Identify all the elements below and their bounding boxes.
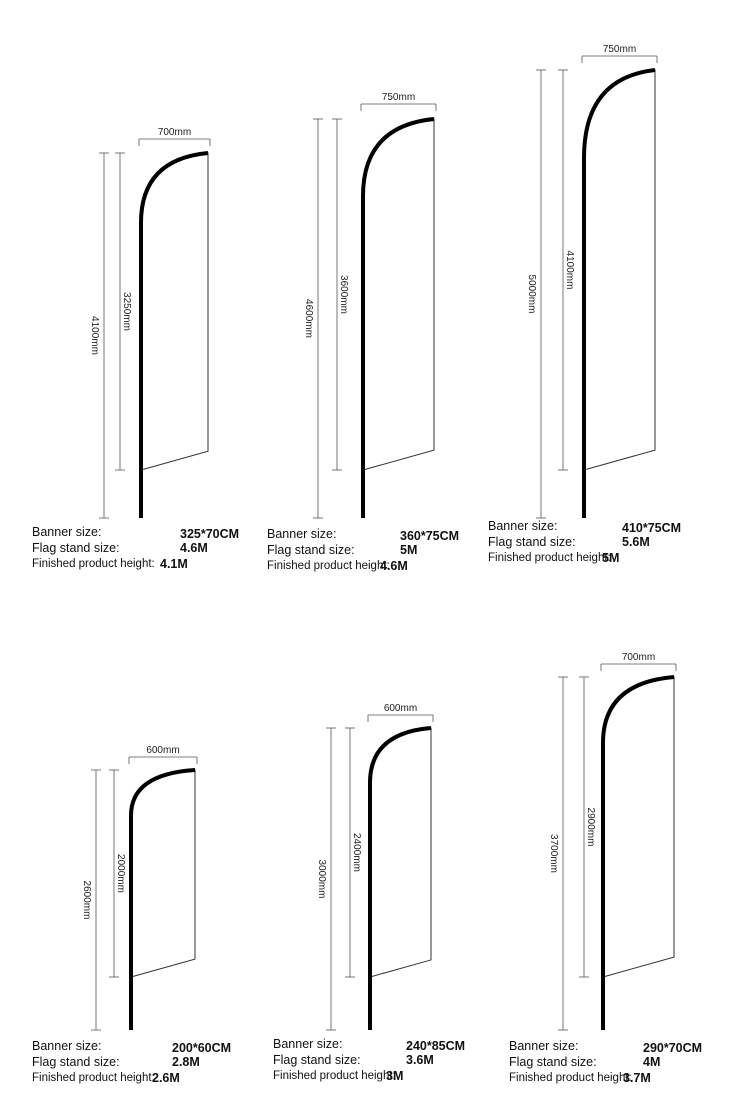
spec-label: Flag stand size: xyxy=(32,1055,120,1069)
banner-height-label: 2000mm xyxy=(115,854,126,893)
spec-label: Flag stand size: xyxy=(32,541,120,555)
banner-height-label: 2400mm xyxy=(351,833,362,872)
spec-block-1: Banner size: 325*70CM Flag stand size: 4.6M… xyxy=(32,524,260,572)
spec-block-5: Banner size: 240*85CM Flag stand size: 3.6M… xyxy=(273,1036,486,1084)
spec-row: Finished product height: 4.1M xyxy=(32,556,260,572)
spec-row: Banner size: 360*75CM xyxy=(267,526,480,543)
spec-label: Flag stand size: xyxy=(488,535,576,549)
spec-row: Flag stand size: 4.6M xyxy=(32,540,260,556)
spec-row: Finished product height:2.6M xyxy=(32,1070,252,1086)
spec-label: Banner size: xyxy=(32,525,102,539)
flag-diagram-3: 750mm 4100mm 5000mm xyxy=(526,44,658,519)
width-label: 600mm xyxy=(146,745,179,756)
total-height-label: 3700mm xyxy=(548,834,559,873)
spec-row: Flag stand size: 5.6M xyxy=(488,534,702,550)
spec-value: 410*75CM xyxy=(622,521,682,535)
spec-label: Flag stand size: xyxy=(267,543,355,557)
spec-row: Flag stand size: 2.8M xyxy=(32,1054,252,1070)
spec-label: Finished product height: xyxy=(488,552,611,564)
spec-value: 2.8M xyxy=(172,1055,200,1069)
spec-row: Banner size: 200*60CM xyxy=(32,1038,252,1055)
flag-diagram-1: 700mm 3250mm 4100mm xyxy=(89,127,211,519)
spec-label: Finished product height: xyxy=(509,1072,632,1084)
spec-label: Flag stand size: xyxy=(509,1055,597,1069)
width-label: 750mm xyxy=(382,92,415,103)
flag-pole xyxy=(139,151,209,518)
spec-value: 5M xyxy=(400,543,418,557)
width-label: 700mm xyxy=(622,652,655,663)
total-height-label: 4600mm xyxy=(303,299,314,338)
spec-value: 3.6M xyxy=(406,1053,434,1067)
banner-outline xyxy=(602,676,675,978)
spec-label: Finished product height: xyxy=(32,558,155,570)
spec-label: Banner size: xyxy=(273,1037,343,1051)
spec-label: Banner size: xyxy=(32,1039,102,1053)
spec-row: Finished product height:3.7M xyxy=(509,1070,723,1086)
spec-value: 240*85CM xyxy=(406,1039,466,1053)
spec-row: Banner size: 240*85CM xyxy=(273,1036,486,1053)
flag-diagram-2: 750mm 3600mm 4600mm xyxy=(303,92,437,519)
flag-pole xyxy=(361,117,435,518)
total-height-label: 4100mm xyxy=(89,316,100,355)
spec-row: Finished product height:3M xyxy=(273,1068,486,1084)
flag-pole xyxy=(129,768,196,1030)
spec-block-3: Banner size: 410*75CM Flag stand size: 5.6M… xyxy=(488,518,702,566)
spec-row: Flag stand size: 3.6M xyxy=(273,1052,486,1068)
banner-height-label: 3250mm xyxy=(121,292,132,331)
total-height-label: 3000mm xyxy=(316,860,327,899)
flag-diagram-4: 600mm 2000mm 2600mm xyxy=(81,745,198,1031)
spec-label: Banner size: xyxy=(509,1039,579,1053)
spec-value: 200*60CM xyxy=(172,1041,232,1055)
spec-value: 4.1M xyxy=(160,557,188,571)
spec-label: Finished product height: xyxy=(267,560,390,572)
spec-value: 4M xyxy=(643,1055,661,1069)
banner-outline xyxy=(130,769,196,978)
spec-label: Flag stand size: xyxy=(273,1053,361,1067)
spec-block-4: Banner size: 200*60CM Flag stand size: 2.8M… xyxy=(32,1038,252,1086)
banner-height-label: 3600mm xyxy=(338,275,349,314)
spec-row: Banner size: 325*70CM xyxy=(32,524,260,541)
total-height-label: 2600mm xyxy=(81,881,92,920)
width-label: 600mm xyxy=(384,703,417,714)
total-height-label: 5000mm xyxy=(526,275,537,314)
spec-row: Banner size: 290*70CM xyxy=(509,1038,723,1055)
width-label: 700mm xyxy=(158,127,191,138)
spec-value: 5M xyxy=(602,551,620,565)
banner-outline xyxy=(362,118,435,471)
banner-height-label: 4100mm xyxy=(564,251,575,290)
spec-label: Banner size: xyxy=(488,519,558,533)
spec-label: Finished product height: xyxy=(32,1072,155,1084)
banner-outline xyxy=(140,152,209,471)
spec-value: 3.7M xyxy=(623,1071,651,1085)
spec-value: 3M xyxy=(386,1069,404,1083)
spec-value: 360*75CM xyxy=(400,529,460,543)
flag-diagram-5: 600mm 2400mm 3000mm xyxy=(316,703,434,1031)
spec-value: 2.6M xyxy=(152,1071,180,1085)
flag-pole xyxy=(601,675,675,1030)
flag-pole xyxy=(368,726,432,1030)
spec-value: 4.6M xyxy=(180,541,208,555)
banner-outline xyxy=(583,69,656,471)
spec-value: 290*70CM xyxy=(643,1041,703,1055)
banner-height-label: 2900mm xyxy=(585,808,596,847)
spec-row: Finished product height:4.6M xyxy=(267,558,480,574)
spec-label: Banner size: xyxy=(267,527,337,541)
width-label: 750mm xyxy=(603,44,636,55)
flag-pole xyxy=(582,68,656,518)
spec-value: 325*70CM xyxy=(180,527,240,541)
flag-diagram-6: 700mm 2900mm 3700mm xyxy=(548,652,677,1031)
spec-label: Finished product height: xyxy=(273,1070,396,1082)
spec-row: Flag stand size: 4M xyxy=(509,1054,723,1070)
spec-row: Finished product height:5M xyxy=(488,550,702,566)
spec-row: Banner size: 410*75CM xyxy=(488,518,702,535)
spec-value: 5.6M xyxy=(622,535,650,549)
spec-value: 4.6M xyxy=(380,559,408,573)
spec-row: Flag stand size: 5M xyxy=(267,542,480,558)
banner-outline xyxy=(369,727,432,978)
